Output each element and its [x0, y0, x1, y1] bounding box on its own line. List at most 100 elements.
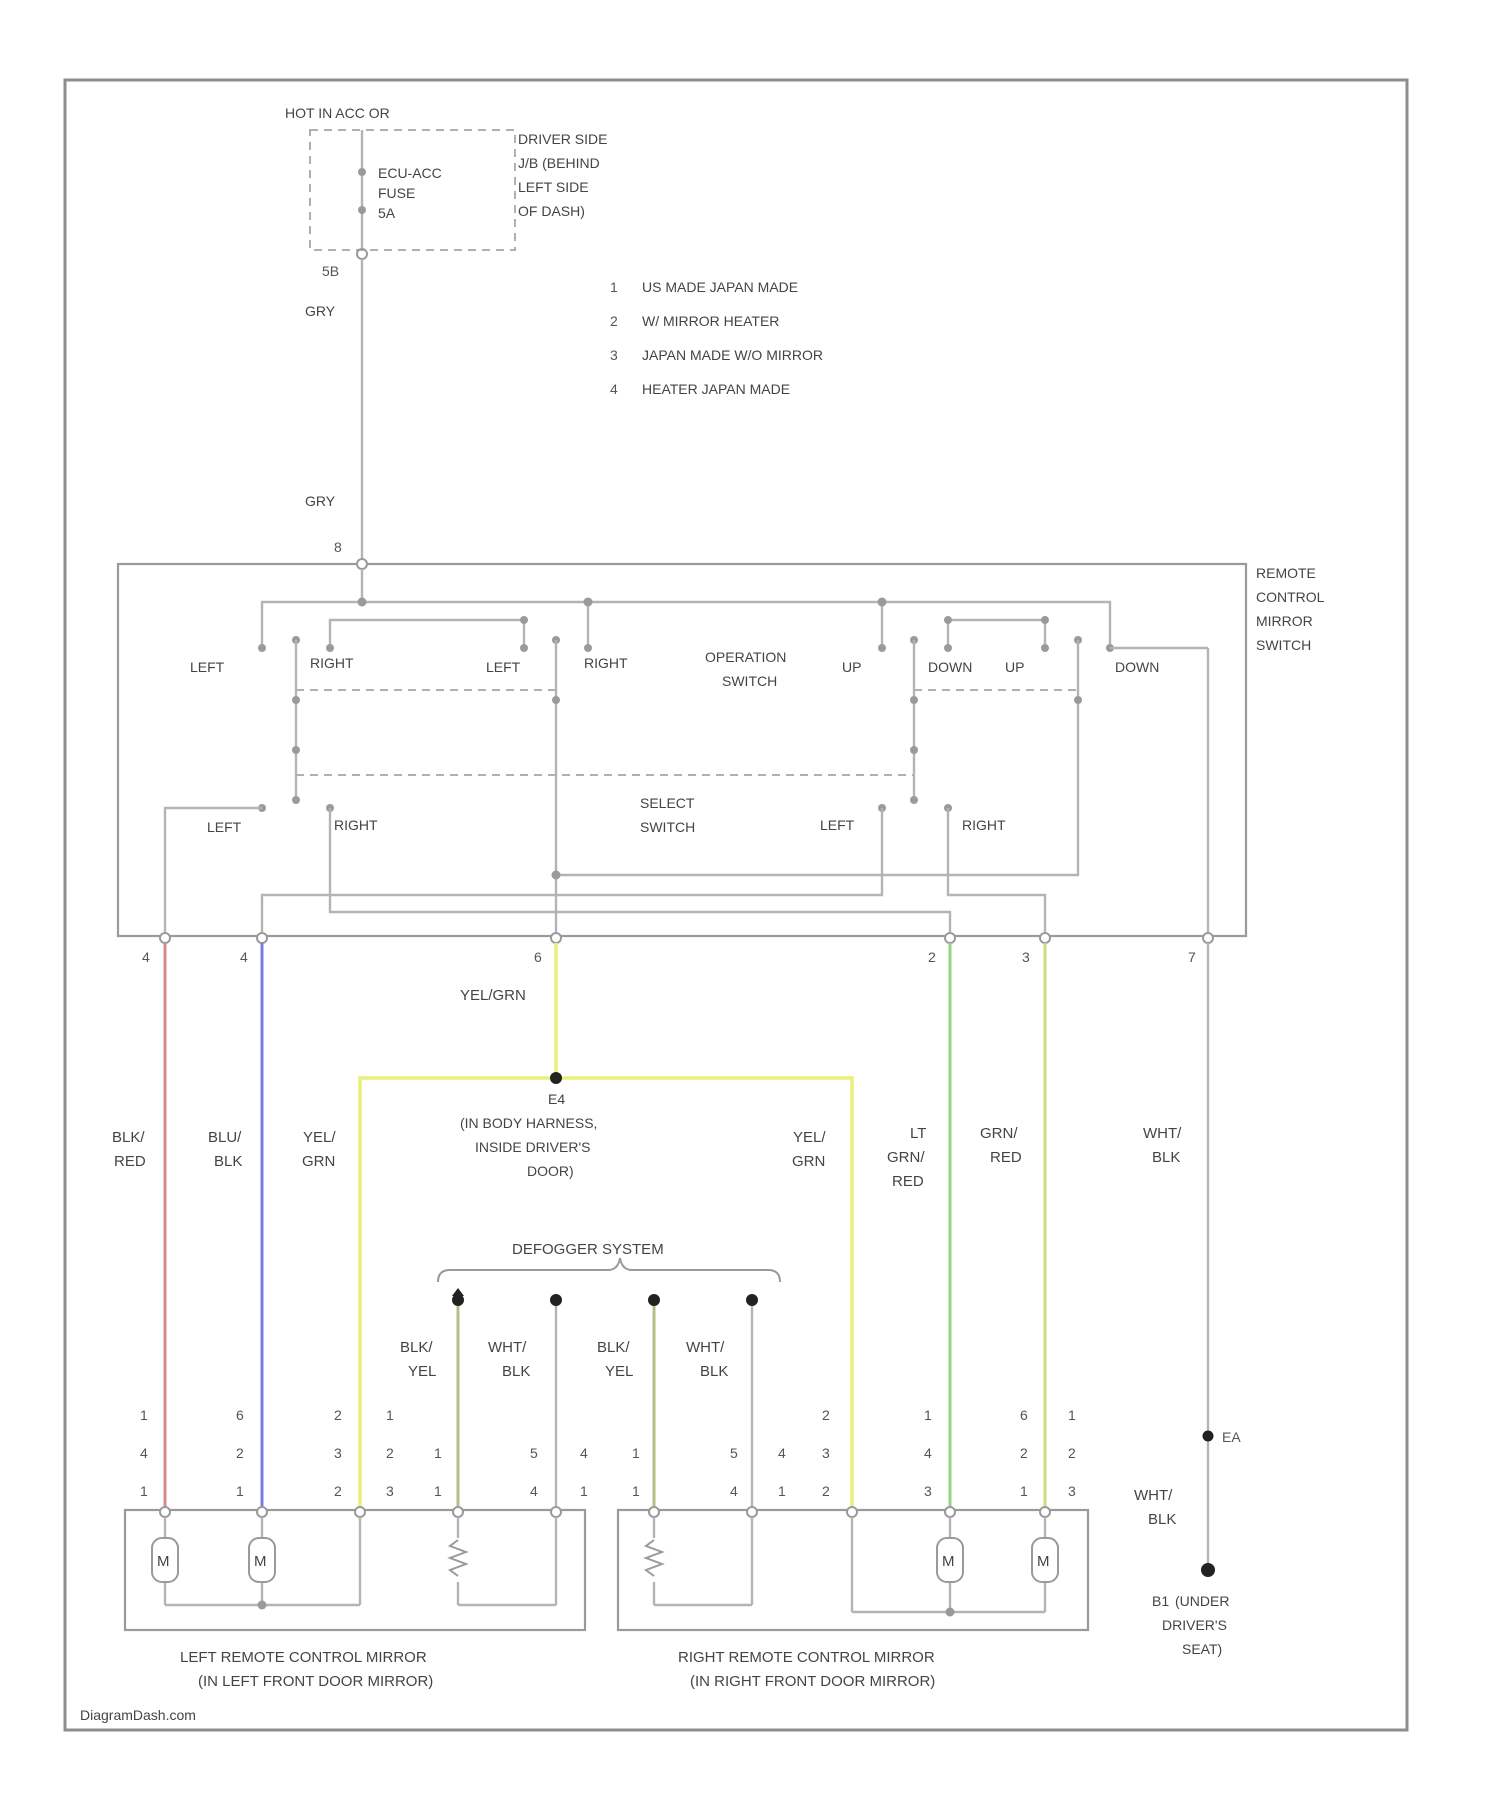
fuse-location: LEFT SIDE: [518, 179, 589, 195]
switch-pin: 2: [928, 949, 936, 965]
svg-text:4: 4: [530, 1483, 538, 1499]
wire-label: BLK/: [400, 1339, 433, 1356]
note-text: US MADE JAPAN MADE: [642, 279, 798, 295]
bus-junction: [584, 598, 593, 607]
wire-label: BLK: [1152, 1149, 1180, 1166]
right-mirror-label: RIGHT REMOTE CONTROL MIRROR: [678, 1649, 935, 1666]
switch-bus-2: [330, 620, 524, 648]
wire-label: WHT/: [1134, 1487, 1173, 1504]
wire-label: BLU/: [208, 1129, 242, 1146]
common-junction: [552, 871, 561, 880]
svg-text:1: 1: [924, 1407, 932, 1423]
select-label: LEFT: [820, 817, 855, 833]
fuse-label: 5A: [378, 205, 396, 221]
select-switch-label: SELECT: [640, 795, 695, 811]
op-label: DOWN: [928, 659, 972, 675]
bus-junction: [358, 598, 367, 607]
right-mirror-internal: [654, 1517, 1045, 1612]
ground-splice-id: EA: [1222, 1429, 1241, 1445]
switch-input-pin: 8: [334, 539, 342, 555]
defogger-terminal: [550, 1294, 562, 1306]
svg-text:4: 4: [140, 1445, 148, 1461]
op-label: LEFT: [190, 659, 225, 675]
svg-text:3: 3: [822, 1445, 830, 1461]
svg-text:3: 3: [1068, 1483, 1076, 1499]
fuse-location: OF DASH): [518, 203, 585, 219]
ground-desc: DRIVER'S: [1162, 1617, 1227, 1633]
switch-pin: 4: [142, 949, 150, 965]
fuse-location: J/B (BEHIND: [518, 155, 600, 171]
svg-text:3: 3: [386, 1483, 394, 1499]
wire-label: BLK: [214, 1153, 242, 1170]
contact: [292, 696, 300, 704]
svg-text:1: 1: [1068, 1407, 1076, 1423]
fuse-location: DRIVER SIDE: [518, 131, 607, 147]
wire-label: GRN/: [887, 1149, 925, 1166]
wire-label: BLK: [700, 1363, 728, 1380]
svg-text:1: 1: [778, 1483, 786, 1499]
wire-label: RED: [990, 1149, 1022, 1166]
fuse-terminal: [358, 168, 366, 176]
note-text: HEATER JAPAN MADE: [642, 381, 790, 397]
junction-pin: 5B: [322, 263, 339, 279]
svg-text:1: 1: [434, 1483, 442, 1499]
right-mirror-junction: [946, 1608, 955, 1617]
contact: [292, 746, 300, 754]
wire-label: LT: [910, 1125, 926, 1142]
svg-text:2: 2: [1020, 1445, 1028, 1461]
svg-text:2: 2: [386, 1445, 394, 1461]
wire-label: BLK: [502, 1363, 530, 1380]
defogger-title: DEFOGGER SYSTEM: [512, 1241, 664, 1258]
svg-text:2: 2: [236, 1445, 244, 1461]
svg-text:2: 2: [1068, 1445, 1076, 1461]
right-heater-icon: [646, 1540, 662, 1576]
left-mirror-label: (IN LEFT FRONT DOOR MIRROR): [198, 1673, 433, 1690]
switch-bus-3: [948, 620, 1045, 648]
gry-label: GRY: [305, 303, 336, 319]
switch-title: CONTROL: [1256, 589, 1325, 605]
svg-text:1: 1: [386, 1407, 394, 1423]
select-label: LEFT: [207, 819, 242, 835]
svg-text:6: 6: [236, 1407, 244, 1423]
svg-text:2: 2: [334, 1483, 342, 1499]
fuse-terminal: [358, 206, 366, 214]
wire-label: BLK/: [112, 1129, 145, 1146]
left-mirror-label: LEFT REMOTE CONTROL MIRROR: [180, 1649, 427, 1666]
left-mirror-connectors: [160, 1507, 561, 1517]
svg-text:2: 2: [822, 1407, 830, 1423]
splice-e4: [550, 1072, 562, 1084]
common-return: [556, 870, 1078, 875]
gry-label: GRY: [305, 493, 336, 509]
wire-label: RED: [892, 1173, 924, 1190]
wire-label: YEL/: [303, 1129, 336, 1146]
select-label: RIGHT: [334, 817, 378, 833]
svg-text:3: 3: [334, 1445, 342, 1461]
svg-text:4: 4: [730, 1483, 738, 1499]
op-label: RIGHT: [310, 655, 354, 671]
svg-text:5: 5: [530, 1445, 538, 1461]
ground-point: [1201, 1563, 1215, 1577]
select-switch-label: SWITCH: [640, 819, 695, 835]
select-label: RIGHT: [962, 817, 1006, 833]
contact: [1074, 696, 1082, 704]
svg-text:1: 1: [140, 1407, 148, 1423]
wire-label: YEL/GRN: [460, 987, 526, 1004]
fuse-label: ECU-ACC: [378, 165, 442, 181]
switch-title: SWITCH: [1256, 637, 1311, 653]
switch-pin: 7: [1188, 949, 1196, 965]
contact: [552, 696, 560, 704]
svg-text:4: 4: [924, 1445, 932, 1461]
left-heater-icon: [450, 1540, 466, 1576]
note-number: 3: [610, 347, 618, 363]
left-mirror-internal: [165, 1517, 556, 1605]
defogger-terminal: [452, 1294, 464, 1306]
svg-text:6: 6: [1020, 1407, 1028, 1423]
switch-title: MIRROR: [1256, 613, 1313, 629]
svg-text:1: 1: [580, 1483, 588, 1499]
select-contact: [910, 796, 918, 804]
note-text: W/ MIRROR HEATER: [642, 313, 779, 329]
note-number: 1: [610, 279, 618, 295]
wire-label: YEL: [408, 1363, 436, 1380]
ground-splice: [1203, 1431, 1214, 1442]
